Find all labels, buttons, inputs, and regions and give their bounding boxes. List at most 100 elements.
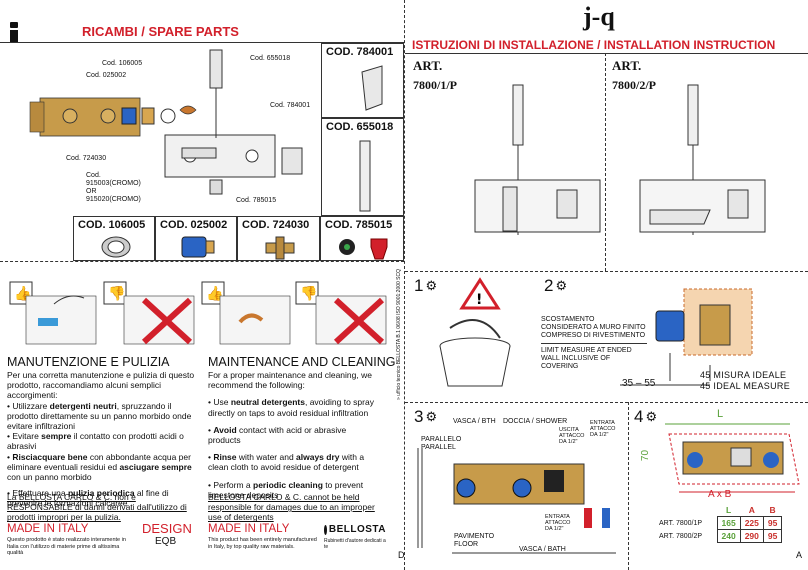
handle-illustration xyxy=(361,65,383,111)
step-3-number: 3 ⚙ xyxy=(414,407,437,427)
maintenance-en-text: For a proper maintenance and cleaning, w… xyxy=(208,370,380,500)
it-intro: Per una corretta manutenzione e pulizia … xyxy=(7,370,195,401)
it-b2-post: il contatto con prodotti acidi o abrasiv… xyxy=(7,431,184,452)
step-2-text-it: SCOSTAMENTO CONSIDERATO A MURO FINITO CO… xyxy=(541,316,646,340)
callout-025002: Cod. 025002 xyxy=(86,72,127,79)
table-cell-L: 240 xyxy=(716,529,741,543)
table-cell-B: 95 xyxy=(762,529,783,543)
steps-lower-rule xyxy=(405,402,808,403)
step-1-number: 1 ⚙ xyxy=(414,276,437,296)
en-bullet-1: • Use neutral detergents, avoiding to sp… xyxy=(208,397,380,417)
cartridge-illustration xyxy=(181,236,215,258)
it-b3-bold: Risciacquare bene xyxy=(12,451,88,462)
table-row: ART. 7800/1P 165 225 95 xyxy=(655,516,783,530)
it-bullet-4: • Effettuare una pulizia periodica al fi… xyxy=(7,488,199,508)
step-2-text-en: LIMIT MEASURE AT ENDED WALL INCLUSIVE OF… xyxy=(541,347,632,371)
callout-724030: Cod. 724030 xyxy=(66,155,107,162)
step-4-L: L xyxy=(717,408,724,420)
en-disclaimer: BELLOSTA CARLO & C. cannot be held respo… xyxy=(208,492,375,523)
it-b4-bold: pulizia periodica xyxy=(67,488,135,499)
en-b4-pre: • Perform a xyxy=(208,479,254,490)
it-b1-pre: • Utilizzare xyxy=(7,400,50,411)
steps-mid-divider xyxy=(628,402,629,570)
callout-915003: Cod. 915003(CROMO) OR 915020(CROMO) xyxy=(86,172,141,204)
cleaning-icons-it: 👍 👎 xyxy=(9,281,195,345)
bellosta-logo: BELLOSTA Rubinetti d'autore dedicati a t… xyxy=(324,524,386,550)
table-header: B xyxy=(769,505,776,515)
step-2-number: 2 ⚙ xyxy=(544,276,567,296)
it-b1-bold: detergenti neutri xyxy=(49,400,117,411)
box-784001: COD. 784001 xyxy=(321,43,404,118)
title-rule xyxy=(0,42,404,43)
table-cell-A: 290 xyxy=(739,529,764,543)
exploded-view-illustration xyxy=(29,49,303,195)
box-025002: COD. 025002 xyxy=(155,216,237,261)
table-header: A xyxy=(748,505,755,515)
step-3-entrata-top: ENTRATA ATTACCO DA 1/2" xyxy=(590,420,616,439)
step-2-range: 35 – 55 xyxy=(622,378,656,389)
box-724030: COD. 724030 xyxy=(237,216,320,261)
art1-label: ART. xyxy=(413,58,443,73)
design-label: DESIGN xyxy=(142,521,192,536)
cleaning-icons-en: 👍 👎 xyxy=(201,281,387,345)
table-cell-B: 95 xyxy=(762,516,783,530)
it-b3-pre: • xyxy=(7,451,13,462)
art2-label: ART. xyxy=(612,58,642,73)
en-b4-post: to prevent limestone deposits xyxy=(208,479,364,500)
gear-icon: ⚙ xyxy=(645,409,658,424)
page-letter-a: A xyxy=(796,550,803,560)
installation-title: ISTRUZIONI DI INSTALLAZIONE / INSTALLATI… xyxy=(412,38,776,52)
en-intro: For a proper maintenance and cleaning, w… xyxy=(208,370,372,391)
en-made-note: This product has been entirely manufactu… xyxy=(208,537,317,550)
page-letter-d: D xyxy=(398,550,405,560)
callout-655018: Cod. 655018 xyxy=(250,55,291,62)
gear-icon: ⚙ xyxy=(425,278,438,293)
art1-code: 7800/1/P xyxy=(413,78,457,92)
maintenance-it-title: MANUTENZIONE E PULIZIA xyxy=(7,355,170,369)
svg-text:!: ! xyxy=(476,292,482,308)
table-cell-L: 165 xyxy=(716,516,741,530)
table-cell-A: 225 xyxy=(739,516,764,530)
step-3-vasca: VASCA / BTH xyxy=(453,418,496,425)
it-b4-post: al fine di prevenire le formazioni calca… xyxy=(7,488,169,509)
design-sub: EQB xyxy=(155,536,177,547)
en-b4-bold: periodic cleaning xyxy=(253,479,323,490)
it-b3-post: con un panno morbido xyxy=(7,471,92,482)
bellosta-mark-icon xyxy=(324,524,327,535)
left-horizontal-divider xyxy=(0,261,404,262)
callout-785015: Cod. 785015 xyxy=(236,197,277,204)
step-4-axb: A x B xyxy=(708,489,732,500)
step-4-height: 70 xyxy=(640,449,652,462)
table-header xyxy=(655,504,717,517)
en-b3-mid: with water and xyxy=(236,452,297,463)
table-cell-art: ART. 7800/1P xyxy=(659,519,703,527)
step-4-label: 4 xyxy=(634,407,644,426)
hand-shower-illustration xyxy=(359,140,371,212)
table-cell-art: ART. 7800/2P xyxy=(659,532,703,540)
en-b2-pre: • xyxy=(208,424,214,435)
step-3-label: 3 xyxy=(414,407,424,426)
box-655018: COD. 655018 xyxy=(321,118,404,216)
step-2-label: 2 xyxy=(544,276,554,295)
step-3-entrata-low: ENTRATA ATTACCO DA 1/2" xyxy=(545,514,571,533)
en-b2-post: contact with acid or abrasive products xyxy=(208,424,347,445)
en-b2-bold: Avoid xyxy=(213,424,237,435)
en-b3-pre: • xyxy=(208,452,214,463)
en-bullet-2: • Avoid contact with acid or abrasive pr… xyxy=(208,425,380,445)
en-made-in-italy: MADE IN ITALY xyxy=(208,523,290,535)
step-4-number: 4 ⚙ xyxy=(634,407,657,427)
svg-text:👎: 👎 xyxy=(300,285,317,302)
it-made-note: Questo prodotto è stato realizzato inter… xyxy=(7,537,126,557)
maintenance-it-text: Per una corretta manutenzione e pulizia … xyxy=(7,370,199,508)
it-b3-bold2: asciugare sempre xyxy=(119,461,192,472)
jq-logo: j-q xyxy=(583,2,615,31)
en-bullet-4: • Perform a periodic cleaning to prevent… xyxy=(208,480,380,500)
art2-illustration xyxy=(639,84,766,235)
gear-icon: ⚙ xyxy=(425,409,438,424)
step-2-ideal-en: 45 IDEAL MEASURE xyxy=(700,381,790,391)
it-bullet-3: • Risciacquare bene con abbondante acqua… xyxy=(7,452,199,483)
step-3-illustration xyxy=(417,448,616,554)
en-b3-bold2: always dry xyxy=(296,452,340,463)
step-3-doccia: DOCCIA / SHOWER xyxy=(503,418,568,425)
it-disclaimer: La BELLOSTA CARLO & C. non è RESPONSABIL… xyxy=(7,492,187,523)
